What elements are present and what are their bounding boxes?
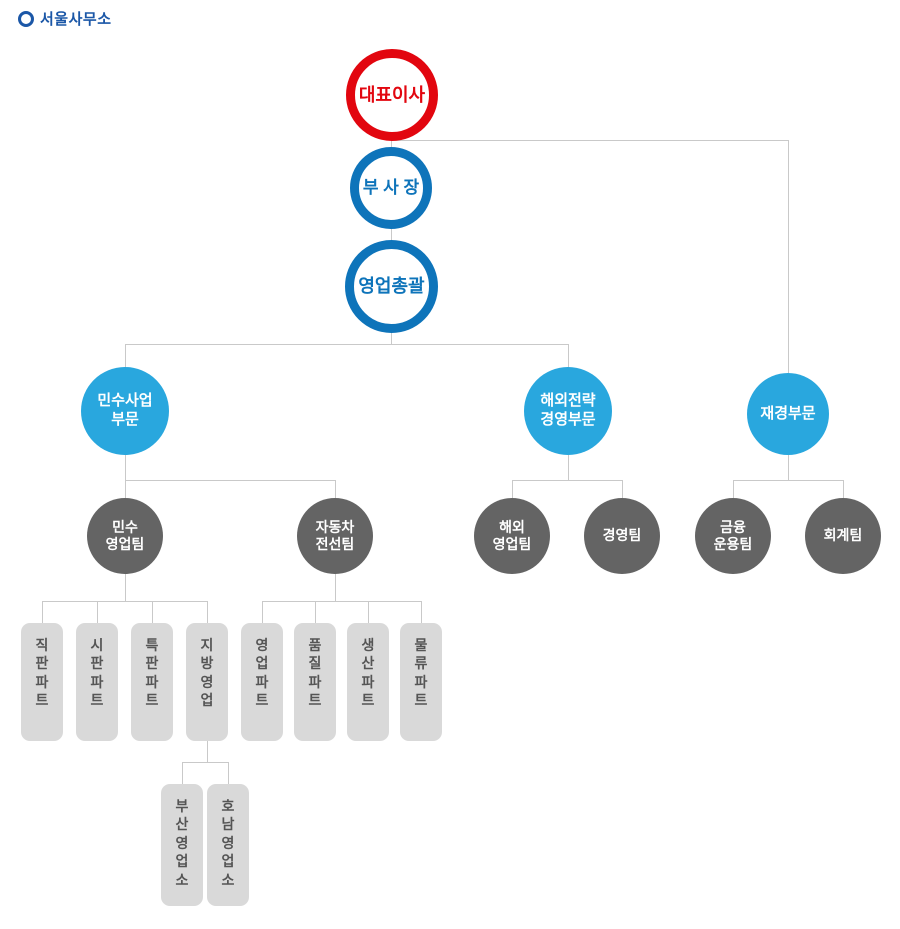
page-title: 서울사무소 [40,11,112,28]
connector-line [788,455,789,480]
connector-line [125,344,568,345]
page-header: 서울사무소 [18,8,112,29]
box-part-regional-sales-label: 지방영업 [200,637,214,709]
connector-line [391,141,392,147]
box-part-quality: 품질파트 [294,623,336,741]
connector-line [182,762,183,784]
node-vice-president: 부 사 장 [350,147,432,229]
box-part-production-label: 생산파트 [361,637,375,709]
node-division-overseas: 해외전략 경영부문 [524,367,612,455]
connector-line [622,480,623,498]
connector-line [512,480,513,498]
box-office-busan-label: 부산영업소 [175,798,189,888]
node-ceo-label: 대표이사 [358,84,426,105]
connector-line [97,601,98,623]
node-team-minsu-sales-label: 민수 영업팀 [105,518,145,553]
node-sales-head: 영업총괄 [345,240,438,333]
node-division-finance: 재경부문 [747,373,829,455]
connector-line [262,601,263,623]
node-team-overseas-sales: 해외 영업팀 [474,498,550,574]
node-division-minsu: 민수사업 부문 [81,367,169,455]
box-part-market-sales-label: 시판파트 [90,637,104,709]
node-sales-head-label: 영업총괄 [358,276,425,297]
box-part-regional-sales: 지방영업 [186,623,228,741]
node-team-auto-cable: 자동차 전선팀 [297,498,373,574]
connector-line [125,480,335,481]
connector-line [207,741,208,762]
connector-line [568,455,569,480]
box-part-sales: 영업파트 [241,623,283,741]
connector-line [512,480,622,481]
connector-line [42,601,207,602]
node-team-finance-ops: 금융 운용팀 [695,498,771,574]
connector-line [368,601,369,623]
connector-line [315,601,316,623]
connector-line [391,140,788,141]
node-team-overseas-sales-label: 해외 영업팀 [492,518,532,553]
box-office-honam: 호남영업소 [207,784,249,906]
node-team-auto-cable-label: 자동차 전선팀 [315,518,355,553]
node-team-finance-ops-label: 금융 운용팀 [713,518,753,553]
box-part-quality-label: 품질파트 [308,637,322,709]
box-part-sales-label: 영업파트 [255,637,269,709]
box-part-logistics-label: 물류파트 [414,637,428,709]
connector-line [125,344,126,367]
connector-line [391,227,392,240]
connector-line [733,480,734,498]
box-part-logistics: 물류파트 [400,623,442,741]
connector-line [42,601,43,623]
connector-line [125,574,126,601]
box-part-production: 생산파트 [347,623,389,741]
node-division-finance-label: 재경부문 [760,404,816,422]
node-team-minsu-sales: 민수 영업팀 [87,498,163,574]
connector-line [335,574,336,601]
node-vice-president-label: 부 사 장 [362,178,420,198]
node-team-management-label: 경영팀 [602,527,642,544]
connector-line [335,480,336,498]
box-office-busan: 부산영업소 [161,784,203,906]
box-part-special-sales-label: 특판파트 [145,637,159,709]
box-part-direct-sales: 직판파트 [21,623,63,741]
circle-bullet-icon [18,10,34,27]
box-office-honam-label: 호남영업소 [221,798,235,888]
connector-line [843,480,844,498]
node-ceo: 대표이사 [346,49,438,141]
connector-line [182,762,228,763]
connector-line [125,455,126,498]
node-division-minsu-label: 민수사업 부문 [97,392,153,428]
connector-line [228,762,229,784]
connector-line [733,480,843,481]
connector-line [788,140,789,373]
node-team-accounting: 회계팀 [805,498,881,574]
connector-line [262,601,421,602]
node-team-management: 경영팀 [584,498,660,574]
connector-line [391,332,392,344]
connector-line [421,601,422,623]
node-division-overseas-label: 해외전략 경영부문 [540,392,596,428]
connector-line [207,601,208,623]
box-part-special-sales: 특판파트 [131,623,173,741]
connector-line [152,601,153,623]
box-part-direct-sales-label: 직판파트 [35,637,49,709]
node-team-accounting-label: 회계팀 [823,527,863,544]
box-part-market-sales: 시판파트 [76,623,118,741]
connector-line [568,344,569,367]
